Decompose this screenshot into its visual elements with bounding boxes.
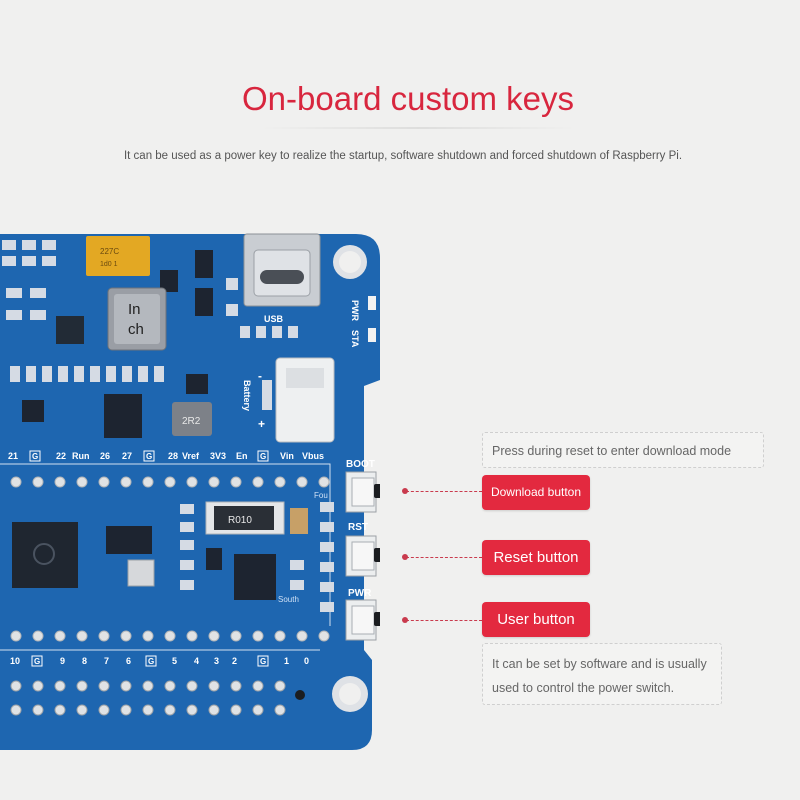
flash-chip: [106, 526, 152, 554]
header-label: 5: [172, 656, 177, 666]
header-label: 2: [232, 656, 237, 666]
south-label: South: [278, 595, 299, 604]
download-leader-dot: [402, 488, 408, 494]
sot-chip: [22, 400, 44, 422]
sta-led-label: STA: [350, 330, 360, 348]
header-label: 27: [122, 451, 132, 461]
header-label: 3: [214, 656, 219, 666]
reset-leader-line: [406, 557, 482, 558]
header-bottom-labels: 10 G 9 8 7 6 G 5 4 3 2 G 1 0: [10, 655, 309, 667]
header-label: 10: [10, 656, 20, 666]
pin-holes-top: [10, 476, 330, 488]
gpio-header-holes: [10, 680, 286, 716]
sot-chip: [195, 250, 213, 278]
user-hint-line-1: It can be set by software and is usually: [492, 657, 707, 671]
pwr-led-label: PWR: [350, 300, 360, 321]
usb-pads: [226, 278, 298, 338]
ina-chip: [234, 554, 276, 600]
header-label: 26: [100, 451, 110, 461]
header-label: 0: [304, 656, 309, 666]
pcb-board-svg: 227C 1d0 1 In ch USB PWR STA Battery - +…: [0, 233, 380, 750]
header-label: En: [236, 451, 248, 461]
reset-leader-dot: [402, 554, 408, 560]
user-button-hint: It can be set by software and is usually…: [482, 643, 722, 705]
header-label: 9: [60, 656, 65, 666]
sot-chip: [195, 288, 213, 316]
header-top-labels: 21 G 22 Run 26 27 G 28 Vref 3V3 En G Vin…: [8, 450, 324, 462]
pcb-board-illustration: 227C 1d0 1 In ch USB PWR STA Battery - +…: [0, 230, 380, 800]
pwr-led: [368, 296, 376, 310]
inductor-label-1: In: [128, 301, 141, 318]
capacitor-label-1: 227C: [100, 247, 119, 256]
usb-label: USB: [264, 314, 284, 324]
user-button-callout: User button: [482, 602, 590, 637]
shunt-resistor-label: R010: [228, 515, 252, 526]
header-label: G: [146, 452, 152, 461]
user-button-switch[interactable]: [345, 599, 380, 641]
header-label: 3V3: [210, 451, 226, 461]
header-label: 1: [284, 656, 289, 666]
capacitor-label-2: 1d0 1: [100, 261, 118, 268]
boot-label: BOOT: [346, 459, 375, 470]
soic-chip: [104, 394, 142, 438]
reset-button-callout: Reset button: [482, 540, 590, 575]
battery-plus-label: +: [258, 417, 265, 431]
download-leader-line: [406, 491, 482, 492]
pwr-button-label: PWR: [348, 588, 372, 599]
mosfet-chip: [160, 270, 178, 292]
header-label: 8: [82, 656, 87, 666]
battery-label: Battery: [242, 380, 252, 411]
inductor-label-2: ch: [128, 321, 144, 338]
page-subtitle: It can be used as a power key to realize…: [123, 150, 683, 162]
header-label: Run: [72, 451, 90, 461]
header-label: 7: [104, 656, 109, 666]
fou-label: Fou: [314, 491, 328, 500]
user-leader-line: [406, 620, 482, 621]
header-label: Vref: [182, 451, 200, 461]
rst-label: RST: [348, 522, 368, 533]
reset-button-switch[interactable]: [345, 535, 380, 577]
middle-pads: [180, 502, 334, 612]
header-label: Vbus: [302, 451, 324, 461]
sot-chip: [186, 374, 208, 394]
pin-holes-bottom: [10, 630, 330, 642]
page-title: On-board custom keys: [242, 80, 574, 117]
header-label: G: [34, 657, 40, 666]
battery-minus-label: -: [258, 369, 262, 383]
user-leader-dot: [402, 617, 408, 623]
fiducial: [295, 690, 305, 700]
sta-led: [368, 328, 376, 342]
inductor-2r2-label: 2R2: [182, 416, 201, 427]
user-hint-line-2: used to control the power switch.: [492, 681, 675, 695]
download-mode-hint: Press during reset to enter download mod…: [482, 432, 764, 468]
header-label: 28: [168, 451, 178, 461]
header-label: 21: [8, 451, 18, 461]
header-label: G: [260, 657, 266, 666]
qfn-chip: [56, 316, 84, 344]
download-button-callout: Download button: [482, 475, 590, 510]
tantalum-capacitor: [86, 236, 150, 276]
header-label: G: [260, 452, 266, 461]
sot-chip: [206, 548, 222, 570]
inductor-2r2: [172, 402, 212, 436]
crystal: [127, 559, 155, 587]
capacitor-tan: [290, 508, 308, 534]
title-underline: [260, 127, 576, 129]
header-label: G: [148, 657, 154, 666]
header-label: 6: [126, 656, 131, 666]
rp2040-chip: [12, 522, 78, 588]
header-label: G: [32, 452, 38, 461]
header-label: Vin: [280, 451, 294, 461]
header-label: 22: [56, 451, 66, 461]
header-label: 4: [194, 656, 199, 666]
boot-button[interactable]: [345, 471, 380, 513]
left-resistor-array: [2, 240, 164, 382]
